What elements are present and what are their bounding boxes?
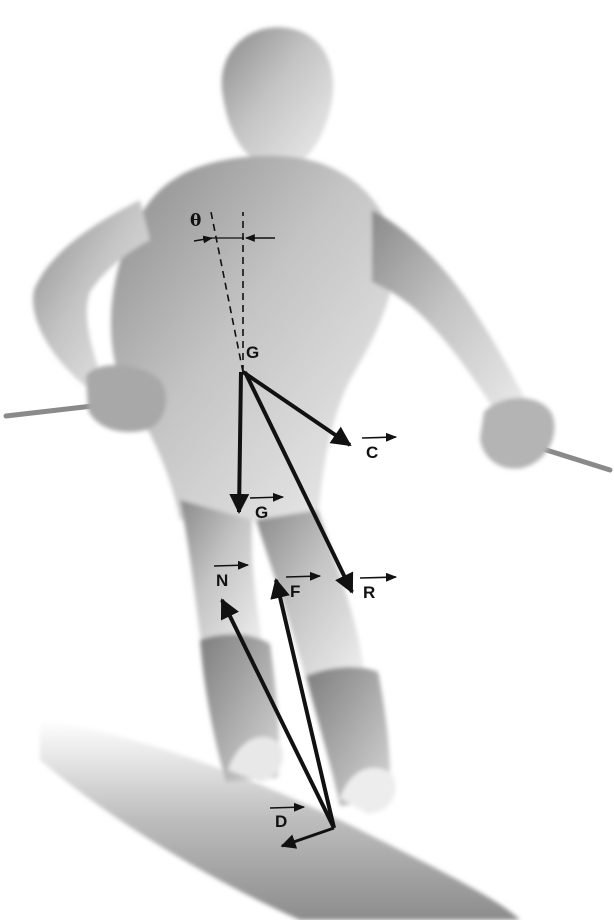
- center-of-gravity-label: G: [246, 343, 259, 362]
- vector-d-label: D: [275, 812, 287, 831]
- vector-d-overarrow: [270, 807, 304, 808]
- vector-f-overarrow: [286, 576, 320, 577]
- vector-n-label: N: [216, 571, 228, 590]
- skier-silhouette: [33, 27, 554, 814]
- right-ski-pole: [540, 448, 610, 470]
- vector-g: [239, 372, 241, 512]
- vector-g-overarrow: [250, 497, 283, 498]
- vector-r-label: R: [363, 583, 375, 602]
- vector-n-overarrow: [214, 565, 248, 566]
- angle-label: θ: [190, 211, 201, 231]
- vector-g-label: G: [255, 503, 268, 522]
- vector-c-overarrow: [362, 437, 396, 438]
- vector-c-label: C: [366, 443, 378, 462]
- vector-r-overarrow: [360, 577, 396, 578]
- vector-f-label: F: [290, 582, 300, 601]
